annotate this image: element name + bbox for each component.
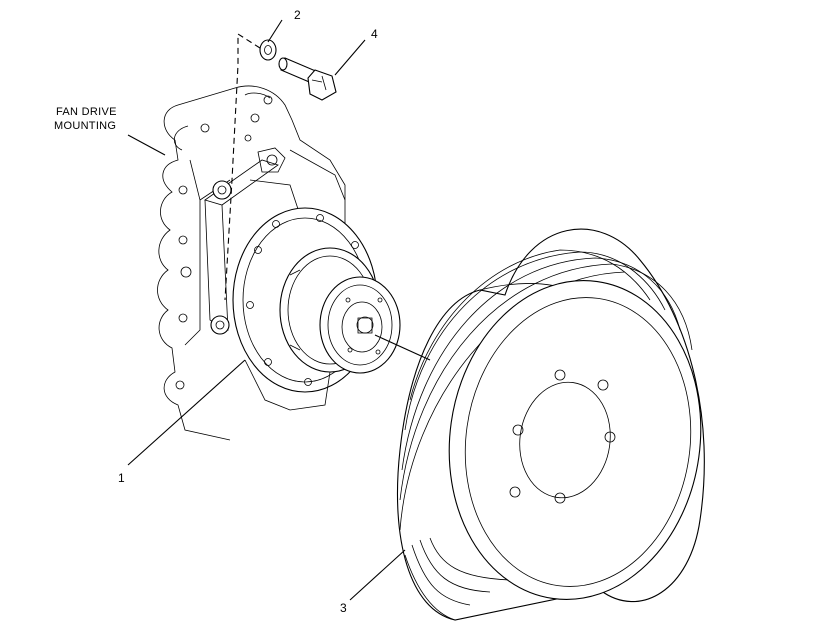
assembly-path-dashed-line <box>224 32 261 301</box>
leader-line-1 <box>127 359 246 466</box>
leader-line-2 <box>267 19 283 43</box>
tensioner-arm <box>204 147 346 335</box>
caption-fan-drive: FAN DRIVE <box>56 106 117 118</box>
leader-line-4 <box>334 39 366 76</box>
caption-mounting: MOUNTING <box>54 120 116 132</box>
callout-4: 4 <box>371 27 378 41</box>
bolt <box>278 57 337 101</box>
leader-line-3 <box>349 549 406 601</box>
leader-lines <box>127 19 431 601</box>
washer <box>259 39 277 61</box>
fan-drive-hub <box>232 207 401 411</box>
callout-2: 2 <box>294 8 301 22</box>
callout-3: 3 <box>340 601 347 615</box>
callout-1: 1 <box>118 471 125 485</box>
leader-line-shaft <box>374 334 431 361</box>
leader-line-caption <box>127 134 166 156</box>
fan-pulley <box>397 228 705 621</box>
